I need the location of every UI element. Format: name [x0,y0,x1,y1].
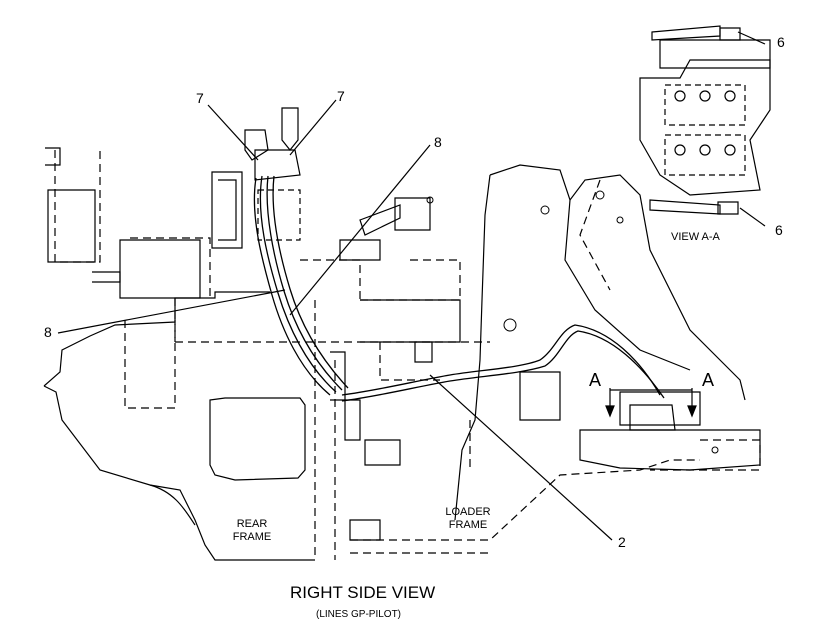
leader-7-left [207,104,259,161]
upper-left-bracket [45,147,61,166]
hidden-lines [54,150,761,560]
loader-frame-label: LOADER FRAME [438,506,498,532]
rear-frame-label-line1: REAR [236,518,268,530]
section-marker-left: A [589,370,602,390]
callout-2: 2 [618,534,626,550]
loader-frame-label-line1: LOADER [445,506,491,518]
drawing-title: RIGHT SIDE VIEW [290,583,436,602]
loader-lower-plate [579,429,761,471]
leader-8-top [289,144,431,316]
leader-2 [429,374,613,541]
callout-7-right: 7 [337,88,345,104]
pilot-hoses [253,175,665,402]
callout-7-left: 7 [196,90,204,106]
section-valve [629,404,676,431]
leader-6-top [737,31,766,45]
section-marker-right: A [702,370,715,390]
leader-7-right [289,99,337,156]
callout-6-top: 6 [777,34,785,50]
rear-frame-label: REAR FRAME [227,518,277,544]
loader-frame-left [454,174,491,521]
loader-frame-label-line2: FRAME [448,519,488,531]
rear-frame-bottom-curve [149,484,196,526]
lower-center-block [344,399,361,441]
rear-frame-label-line2: FRAME [232,531,272,543]
rear-frame-outline [43,291,270,387]
rear-frame-cutout [209,397,306,481]
callout-8-left: 8 [44,324,52,340]
loader-frame-tower [489,164,746,401]
callout-8-top: 8 [434,134,442,150]
callout-6-bottom: 6 [775,222,783,238]
rear-frame-lower [43,385,315,561]
leader-8-left [57,289,286,334]
loader-frame-inner [564,199,691,371]
view-aa-detail [639,25,771,215]
leader-6-bottom [739,207,766,227]
bolt-holes [426,190,719,454]
control-console [211,171,243,249]
drawing-subtitle: (LINES GP-PILOT) [316,609,402,620]
center-valve [394,197,431,231]
hose-clip [414,341,433,363]
leader-lines [57,31,766,541]
view-aa-label: VIEW A-A [671,231,720,243]
